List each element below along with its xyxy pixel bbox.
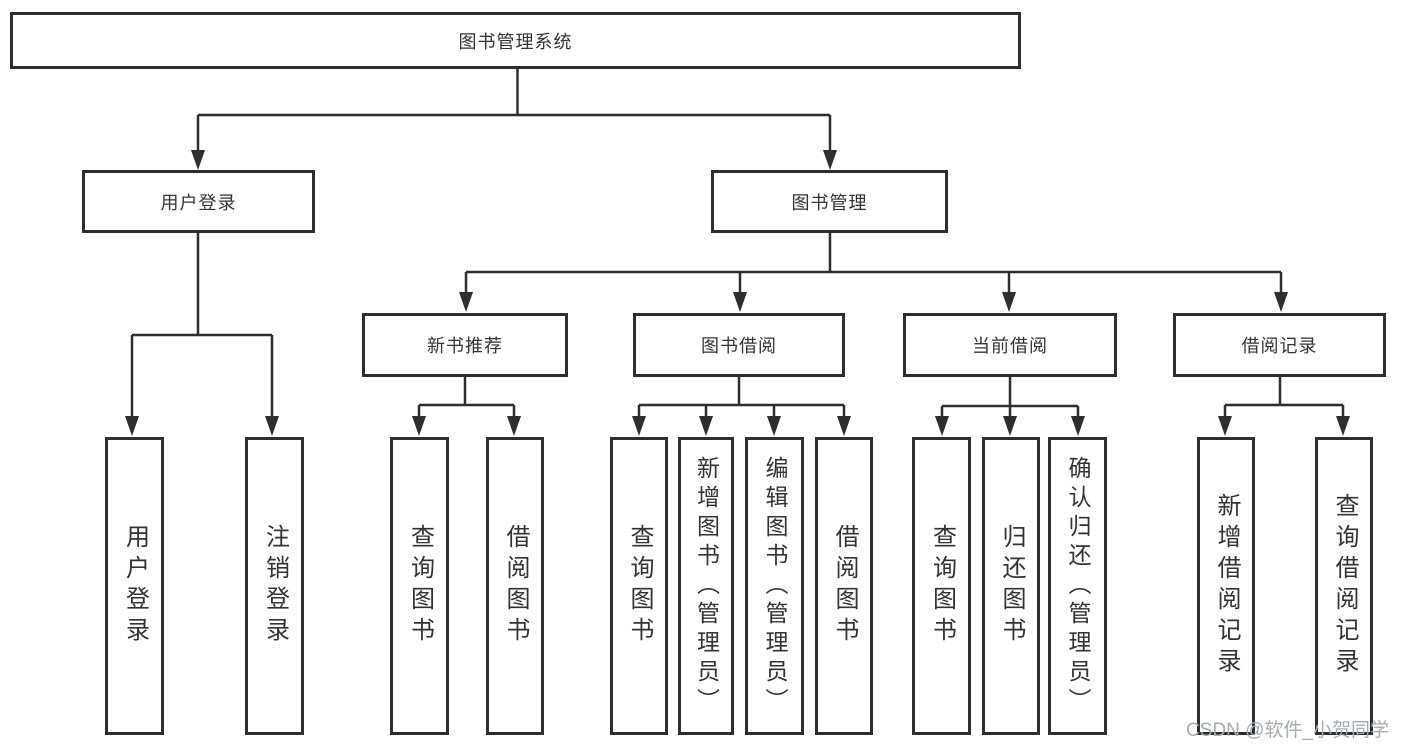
leaf-recommend-borrow-books: 借阅图书 bbox=[486, 437, 544, 735]
node-label: 用户登录 bbox=[160, 192, 237, 213]
node-library-management-system: 图书管理系统 bbox=[10, 12, 1021, 69]
node-label: 查询图书 bbox=[928, 524, 956, 648]
leaf-borrowing-edit-books-admin: 编辑图书（管理员） bbox=[745, 437, 804, 735]
leaf-records-add-borrow-record: 新增借阅记录 bbox=[1197, 437, 1255, 735]
node-label: 图书管理 bbox=[791, 192, 868, 213]
node-label: 查询图书 bbox=[626, 524, 653, 648]
node-label: 新增借阅记录 bbox=[1213, 493, 1240, 679]
node-label: 图书借阅 bbox=[701, 336, 777, 356]
leaf-recommend-query-books: 查询图书 bbox=[390, 437, 449, 735]
node-label: 当前借阅 bbox=[972, 336, 1048, 356]
node-label: 注销登录 bbox=[261, 524, 289, 648]
node-label: 归还图书 bbox=[998, 524, 1025, 648]
leaf-borrowing-query-books: 查询图书 bbox=[610, 437, 668, 735]
node-label: 借阅图书 bbox=[831, 524, 858, 648]
node-label: 借阅记录 bbox=[1241, 336, 1318, 356]
node-new-book-recommend: 新书推荐 bbox=[362, 313, 568, 377]
node-borrowing-records: 借阅记录 bbox=[1173, 313, 1386, 377]
node-label: 用户登录 bbox=[121, 524, 149, 648]
node-label: 编辑图书（管理员） bbox=[762, 455, 788, 717]
leaf-current-query-books: 查询图书 bbox=[912, 437, 971, 735]
leaf-current-return-books: 归还图书 bbox=[982, 437, 1040, 735]
node-label: 确认归还（管理员） bbox=[1065, 455, 1091, 717]
node-label: 新书推荐 bbox=[427, 336, 503, 356]
node-label: 图书管理系统 bbox=[458, 31, 573, 52]
leaf-logout: 注销登录 bbox=[245, 437, 304, 735]
node-book-borrowing: 图书借阅 bbox=[633, 313, 845, 377]
leaf-records-query-borrow-record: 查询借阅记录 bbox=[1315, 437, 1373, 735]
watermark: CSDN @软件_小贺同学 bbox=[1186, 720, 1389, 741]
leaf-borrowing-add-books-admin: 新增图书（管理员） bbox=[678, 437, 734, 735]
leaf-current-confirm-return-admin: 确认归还（管理员） bbox=[1048, 437, 1107, 735]
node-label: 查询借阅记录 bbox=[1331, 493, 1358, 679]
node-book-management: 图书管理 bbox=[711, 170, 948, 233]
node-user-login: 用户登录 bbox=[82, 170, 315, 233]
node-label: 借阅图书 bbox=[502, 524, 529, 648]
arrowheads bbox=[125, 150, 1350, 436]
node-label: 查询图书 bbox=[406, 524, 434, 648]
node-label: 新增图书（管理员） bbox=[693, 455, 720, 717]
leaf-borrowing-borrow-books: 借阅图书 bbox=[815, 437, 873, 735]
leaf-user-login: 用户登录 bbox=[105, 437, 164, 735]
node-current-borrowing: 当前借阅 bbox=[903, 313, 1117, 377]
